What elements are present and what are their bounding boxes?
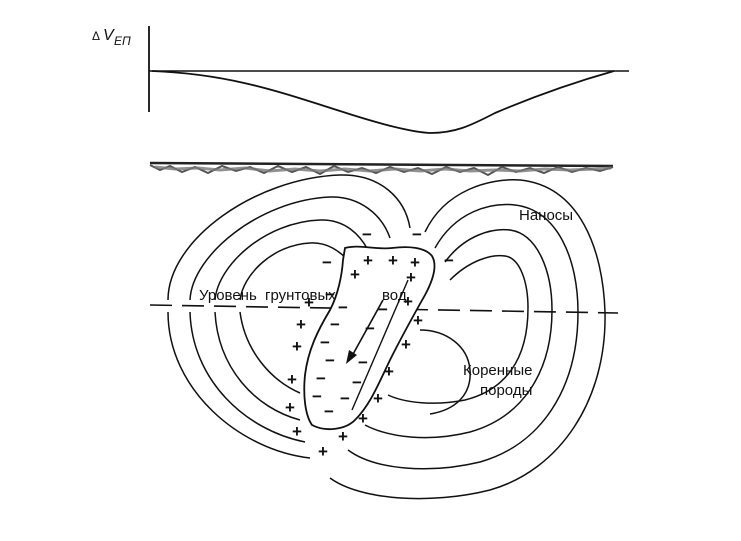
ore-body <box>303 245 436 431</box>
plus-sign: + <box>403 292 413 311</box>
minus-sign: − <box>316 369 326 388</box>
minus-sign: − <box>365 319 375 338</box>
plus-sign: + <box>338 427 348 446</box>
minus-sign: − <box>358 353 368 372</box>
plus-sign: + <box>296 315 306 334</box>
plus-sign: + <box>350 265 360 284</box>
plus-sign: + <box>285 398 295 417</box>
plus-signs: + + + + + + + + + + + + + + + + + + + <box>285 251 423 461</box>
minus-sign: − <box>325 285 335 304</box>
minus-sign: − <box>378 300 388 319</box>
plus-sign: + <box>287 370 297 389</box>
ore-body-inner-line <box>351 279 409 411</box>
minus-sign: − <box>312 387 322 406</box>
potential-curve <box>151 70 615 134</box>
minus-sign: − <box>362 225 372 244</box>
minus-sign: − <box>330 315 340 334</box>
plus-sign: + <box>384 362 394 381</box>
minus-sign: − <box>320 333 330 352</box>
labels: Наносы Уровень грунтовых вод Коренные по… <box>199 207 573 399</box>
current-direction-arrow <box>351 299 384 357</box>
plus-sign: + <box>406 268 416 287</box>
minus-sign: − <box>324 402 334 421</box>
minus-sign: − <box>338 298 348 317</box>
plus-sign: + <box>358 409 368 428</box>
minus-sign: − <box>412 225 422 244</box>
label-sediments: Наносы <box>519 207 573 224</box>
label-bedrock-2: породы <box>480 382 532 399</box>
minus-sign: − <box>340 389 350 408</box>
plus-sign: + <box>373 389 383 408</box>
delta-symbol: Δ <box>92 29 100 43</box>
plus-sign: + <box>318 442 328 461</box>
graph-axis-label: Δ V ЕП <box>92 27 131 48</box>
plus-sign: + <box>363 251 373 270</box>
label-water-level-3: вод <box>382 287 407 304</box>
v-symbol: V <box>103 27 115 44</box>
minus-sign: − <box>322 253 332 272</box>
plus-sign: + <box>410 253 420 272</box>
minus-sign: − <box>325 351 335 370</box>
plus-sign: + <box>413 311 423 330</box>
potential-graph <box>148 26 629 134</box>
equipotential-lines-left <box>167 174 411 459</box>
ground-surface <box>149 161 614 177</box>
v-subscript: ЕП <box>114 34 131 48</box>
plus-sign: + <box>292 422 302 441</box>
minus-sign: − <box>444 251 454 270</box>
plus-sign: + <box>388 251 398 270</box>
plus-sign: + <box>401 335 411 354</box>
label-bedrock-1: Коренные <box>463 362 532 379</box>
arrow-head <box>346 350 357 364</box>
minus-signs: − − − − − − − − − − − − − − − − − <box>312 225 454 421</box>
label-water-level-1: Уровень <box>199 287 257 304</box>
minus-sign: − <box>352 373 362 392</box>
plus-sign: + <box>292 337 302 356</box>
equipotential-lines-right <box>329 179 606 500</box>
label-water-level-2: грунтовых <box>265 287 336 304</box>
plus-sign: + <box>304 293 314 312</box>
